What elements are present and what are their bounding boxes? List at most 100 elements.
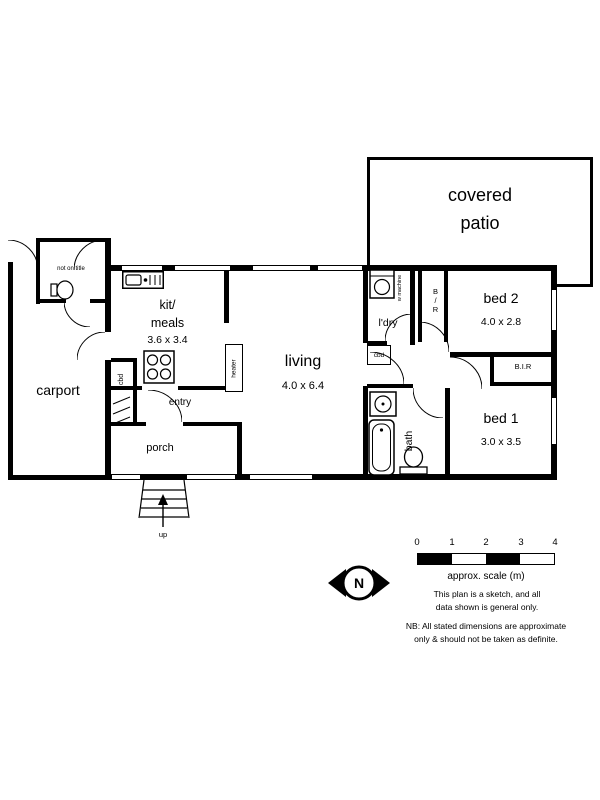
wall (105, 265, 111, 480)
heater-label: heater (230, 358, 238, 378)
washing-machine-icon (369, 269, 395, 299)
patio-wall (590, 157, 593, 287)
wall (367, 341, 387, 345)
cupboard-box: cbd (367, 345, 391, 365)
room-label-covered-patio: covered patio (447, 185, 513, 233)
scale-bar-segment (520, 554, 554, 564)
door-swing-icon (385, 314, 412, 341)
wall (8, 475, 108, 480)
cbd-label-entry: cbd (117, 373, 125, 385)
stove-icon (143, 350, 175, 384)
not-on-title-label: not on title (57, 266, 85, 272)
wall (551, 265, 557, 480)
room-label-kitchen: kit/ meals (150, 298, 185, 331)
room-dims-living: 4.0 x 6.4 (281, 380, 325, 392)
patio-wall (367, 157, 593, 160)
north-label: N (354, 575, 364, 591)
wall (36, 238, 40, 304)
scale-tick: 1 (449, 537, 455, 548)
wall (490, 382, 557, 386)
wall (444, 265, 448, 342)
wall (363, 386, 368, 480)
wall (490, 357, 494, 384)
heater-box: heater (225, 344, 243, 392)
window (318, 265, 362, 271)
basin-icon (369, 391, 397, 417)
door-opening (105, 332, 111, 360)
north-compass-icon: N (328, 565, 390, 601)
window (112, 474, 140, 480)
scale-bar-segment (452, 554, 486, 564)
door-swing-icon (8, 240, 38, 270)
wall (224, 265, 229, 323)
wall (363, 265, 368, 343)
scale-bar (417, 553, 555, 565)
cbd-label-entry-wrap: cbd (110, 366, 133, 392)
room-label-laundry: l'dry (378, 317, 398, 329)
shelves-icon (112, 396, 131, 424)
room-label-carport: carport (36, 382, 80, 398)
door-swing-icon (148, 390, 182, 422)
door-swing-icon (77, 332, 105, 360)
sketch-note: This plan is a sketch, and all data show… (433, 589, 541, 612)
washing-machine-label: w machine (397, 274, 404, 302)
kitchen-sink-icon (122, 271, 164, 289)
door-swing-icon (413, 388, 443, 418)
room-label-living: living (284, 353, 322, 370)
wall (110, 386, 142, 390)
room-label-entry: entry (168, 397, 192, 408)
wall (90, 299, 108, 303)
window (551, 290, 557, 330)
wall (105, 238, 111, 268)
scale-bar-segment (486, 554, 520, 564)
scale-label: approx. scale (m) (447, 571, 525, 582)
patio-wall (367, 157, 370, 269)
wall (8, 262, 13, 480)
door-swing-icon (74, 240, 104, 270)
up-arrow-icon (158, 494, 168, 527)
wall (178, 386, 228, 390)
window (551, 398, 557, 444)
room-dims-bed2: 4.0 x 2.8 (480, 316, 522, 328)
room-dims-bed1: 3.0 x 3.5 (480, 436, 522, 448)
up-label: up (158, 530, 168, 539)
wall (237, 422, 242, 479)
scale-bar-segment (418, 554, 452, 564)
window (187, 474, 235, 480)
wall (105, 474, 557, 480)
door-swing-icon (64, 301, 90, 327)
room-label-bath-wrap: bath (400, 418, 418, 464)
scale-tick: 4 (552, 537, 558, 548)
scale-tick: 3 (518, 537, 524, 548)
toilet-icon (399, 446, 428, 475)
patio-wall (557, 284, 593, 287)
door-swing-icon (419, 322, 449, 352)
bed1-robe-label: B.I.R (514, 362, 532, 371)
wall (36, 299, 66, 303)
wall (110, 358, 137, 362)
door-swing-icon (370, 352, 404, 384)
bathtub-icon (368, 419, 395, 476)
scale-tick: 2 (483, 537, 489, 548)
wall (450, 352, 557, 357)
room-label-porch: porch (146, 442, 174, 454)
wall (367, 384, 413, 388)
window (175, 265, 230, 271)
wall (445, 388, 450, 480)
cbd-label-hall: cbd (373, 351, 385, 359)
wall (36, 238, 108, 242)
room-label-bed1: bed 1 (483, 410, 519, 426)
bed2-robe-label: B/R (431, 286, 440, 314)
room-label-bed2: bed 2 (483, 290, 519, 306)
room-dims-kitchen: 3.6 x 3.4 (147, 334, 188, 346)
wall (418, 265, 422, 342)
wall (410, 265, 415, 345)
window (253, 265, 310, 271)
scale-tick: 0 (414, 537, 420, 548)
room-label-bath: bath (403, 430, 415, 452)
washing-machine-label-wrap: w machine (394, 268, 406, 308)
wall (183, 422, 241, 426)
door-swing-icon (450, 357, 482, 389)
window (122, 265, 162, 271)
